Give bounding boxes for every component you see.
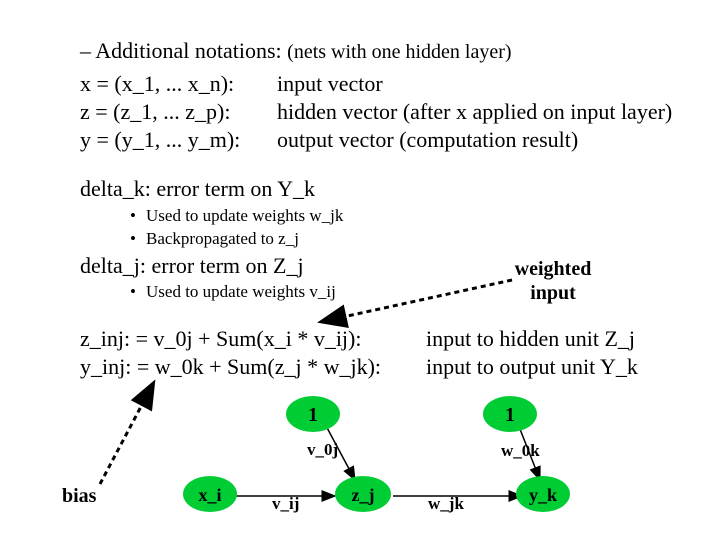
bias-node-1-label: 1 <box>308 404 318 426</box>
z-j-label: z_j <box>352 485 375 505</box>
equation-y-inj-desc: input to output unit Y_k <box>426 354 638 379</box>
y-k-label: y_k <box>529 485 557 505</box>
equation-z-inj-desc: input to hidden unit Z_j <box>426 326 635 351</box>
w-0k-label: w_0k <box>501 441 540 460</box>
notation-x-symbol: x = (x_1, ... x_n): <box>80 71 235 96</box>
z-j-node <box>335 476 391 512</box>
bias-pointer-arrow <box>98 379 156 485</box>
edge-bias2-to-y <box>517 423 541 482</box>
v-ij-label: v_ij <box>272 494 299 513</box>
weighted-input-pointer-arrow <box>317 278 513 328</box>
y-k-node <box>516 476 570 512</box>
bullet-icon: • <box>130 229 136 248</box>
delta-k-bullet-2-text: Backpropagated to z_j <box>146 229 299 248</box>
delta-j-bullet-1-text: Used to update weights v_ij <box>146 282 336 301</box>
x-i-label: x_i <box>198 485 221 505</box>
notations-heading: – Additional notations: (nets with one h… <box>80 38 512 64</box>
w-jk-label: w_jk <box>428 494 464 513</box>
notation-z-desc: hidden vector (after x applied on input … <box>277 99 673 124</box>
delta-j-bullet-1: • Used to update weights v_ij <box>130 282 336 302</box>
bias-node-2 <box>483 396 537 432</box>
equation-y-inj: y_inj: = w_0k + Sum(z_j * w_jk): <box>80 354 382 379</box>
weighted-input-line-2: input <box>530 282 576 304</box>
notation-x-desc: input vector <box>277 71 383 96</box>
bias-node-2-label: 1 <box>505 404 515 426</box>
weighted-input-line-1: weighted <box>514 258 592 280</box>
equation-z-inj: z_inj: = v_0j + Sum(x_i * v_ij): <box>80 326 362 351</box>
bullet-icon: • <box>130 206 136 225</box>
notation-y-symbol: y = (y_1, ... y_m): <box>80 127 241 152</box>
delta-k-bullet-2: • Backpropagated to z_j <box>130 229 299 249</box>
delta-k-label: delta_k: error term on Y_k <box>80 176 315 201</box>
delta-j-label: delta_j: error term on Z_j <box>80 253 304 278</box>
bias-label: bias <box>62 485 97 507</box>
bias-node-1 <box>286 396 340 432</box>
notations-heading-text: – Additional notations: <box>80 38 288 63</box>
edge-bias1-to-z <box>324 423 356 482</box>
x-i-node <box>183 476 237 512</box>
delta-k-bullet-1-text: Used to update weights w_jk <box>146 206 344 225</box>
delta-k-bullet-1: • Used to update weights w_jk <box>130 206 343 226</box>
notations-heading-note: (nets with one hidden layer) <box>287 41 512 63</box>
bullet-icon: • <box>130 282 136 301</box>
v-0j-label: v_0j <box>307 440 338 459</box>
notation-z-symbol: z = (z_1, ... z_p): <box>80 99 231 124</box>
notation-y-desc: output vector (computation result) <box>277 127 579 152</box>
